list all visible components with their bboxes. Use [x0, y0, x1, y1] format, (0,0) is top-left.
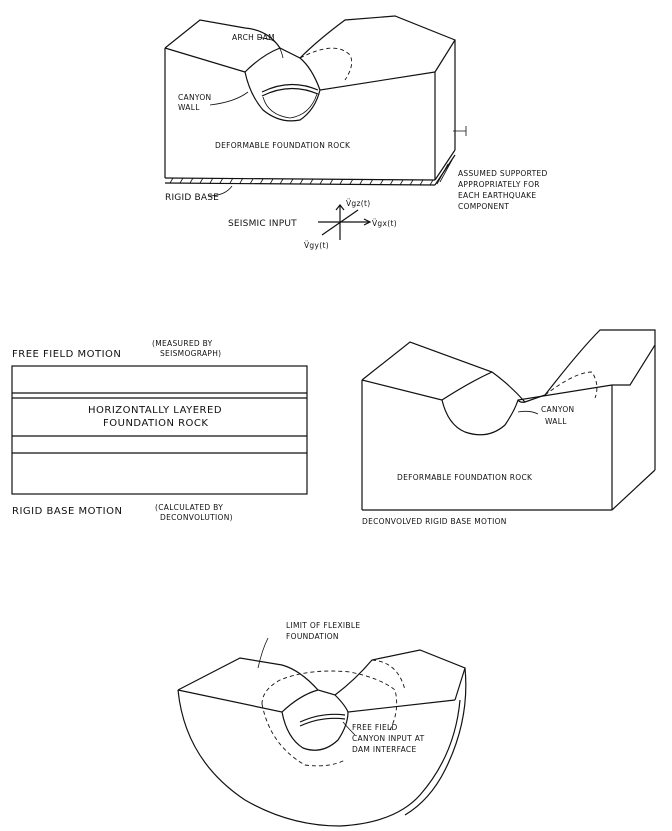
free-field-label: FREE FIELD MOTION [12, 349, 121, 360]
calculated-label-2: DECONVOLUTION) [160, 513, 233, 522]
free-field-label-4-1: FREE FIELD [352, 723, 398, 732]
assumed-label-4: COMPONENT [458, 202, 509, 211]
free-field-label-4-3: DAM INTERFACE [352, 745, 416, 754]
measured-label-1: (MEASURED BY [152, 339, 213, 348]
layered-rock-model: FREE FIELD MOTION (MEASURED BY SEISMOGRA… [12, 339, 307, 522]
vgx-label: V̈gx(t) [372, 219, 397, 228]
limit-label-1: LIMIT OF FLEXIBLE [286, 621, 360, 630]
vgz-label: V̈gz(t) [346, 199, 370, 208]
flexible-foundation-model: LIMIT OF FLEXIBLE FOUNDATION FREE FIELD … [178, 621, 466, 826]
arch-dam-label: ARCH DAM [232, 33, 275, 42]
foundation-label: DEFORMABLE FOUNDATION ROCK [215, 141, 351, 150]
measured-label-2: SEISMOGRAPH) [160, 349, 221, 358]
rigid-base-label: RIGID BASE [165, 193, 219, 203]
canyon-label-3-1: CANYON [541, 405, 574, 414]
vgy-label: V̈gy(t) [304, 241, 329, 250]
deconvolved-foundation-model: CANYON WALL DEFORMABLE FOUNDATION ROCK D… [362, 330, 655, 526]
canyon-label-3-2: WALL [545, 417, 567, 426]
calculated-label-1: (CALCULATED BY [155, 503, 223, 512]
assumed-label-3: EACH EARTHQUAKE [458, 191, 536, 200]
limit-label-2: FOUNDATION [286, 632, 339, 641]
foundation-label-3: DEFORMABLE FOUNDATION ROCK [397, 473, 533, 482]
canyon-wall-label-2: WALL [178, 103, 200, 112]
canyon-wall-label-1: CANYON [178, 93, 211, 102]
rigid-base-motion-label: RIGID BASE MOTION [12, 506, 122, 517]
seismic-input-label: SEISMIC INPUT [228, 219, 297, 229]
rigid-base-hatch [170, 160, 452, 185]
free-field-label-4-2: CANYON INPUT AT [352, 734, 425, 743]
layered-label-2: FOUNDATION ROCK [103, 418, 208, 429]
assumed-label-2: APPROPRIATELY FOR [458, 180, 540, 189]
deconvolved-label: DECONVOLVED RIGID BASE MOTION [362, 517, 507, 526]
assumed-label-1: ASSUMED SUPPORTED [458, 169, 548, 178]
dam-foundation-model: ARCH DAM CANYON WALL DEFORMABLE FOUNDATI… [165, 16, 548, 250]
layered-label-1: HORIZONTALLY LAYERED [88, 405, 222, 416]
